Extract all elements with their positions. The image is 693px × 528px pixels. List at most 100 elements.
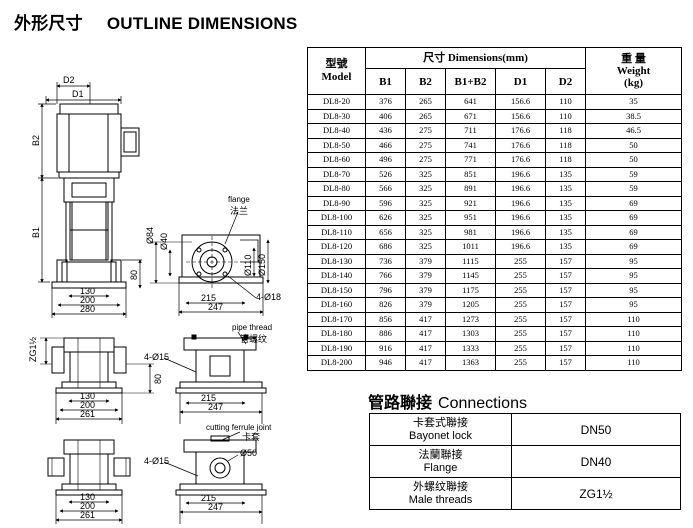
table-cell: 526	[365, 166, 406, 182]
table-cell: 110	[544, 108, 587, 124]
table-cell: DL8-130	[307, 253, 366, 269]
table-cell: 891	[445, 181, 496, 197]
table-cell: 1333	[445, 340, 496, 356]
table-cell: 379	[405, 253, 446, 269]
table-cell: DL8-110	[307, 224, 366, 240]
table-cell: 1205	[445, 297, 496, 313]
table-cell: 196.6	[495, 166, 546, 182]
table-cell: 69	[585, 224, 683, 240]
table-cell: 50	[585, 152, 683, 168]
table-cell: 196.6	[495, 195, 546, 211]
table-cell: 1145	[445, 268, 496, 284]
table-cell: 436	[365, 123, 406, 139]
header-model: 型號 Model	[307, 47, 366, 95]
table-cell: 118	[544, 123, 587, 139]
table-cell: 255	[495, 268, 546, 284]
table-cell: 59	[585, 166, 683, 182]
table-cell: 95	[585, 253, 683, 269]
table-cell: 325	[405, 210, 446, 226]
header-b1: B1	[365, 68, 406, 95]
table-cell: 1303	[445, 326, 496, 342]
label-pipe-thread-en: pipe thread	[232, 323, 272, 332]
label-ferrule-en: cutting ferrule joint	[206, 423, 272, 432]
table-cell: 135	[544, 166, 587, 182]
table-cell: 135	[544, 224, 587, 240]
table-cell: 157	[544, 311, 587, 327]
table-cell: 379	[405, 297, 446, 313]
header-d2: D2	[544, 68, 587, 95]
table-cell: 1115	[445, 253, 496, 269]
label-phi40: Ø40	[159, 233, 169, 250]
table-cell: 856	[365, 311, 406, 327]
connection-label: 卡套式聯接 Bayonet lock	[369, 413, 512, 446]
label-phi84: Ø84	[145, 227, 155, 244]
table-cell: 255	[495, 297, 546, 313]
page-title-en: OUTLINE DIMENSIONS	[106, 14, 298, 33]
table-cell: 196.6	[495, 239, 546, 255]
table-cell: 135	[544, 239, 587, 255]
label-280: 280	[80, 304, 95, 314]
table-cell: 157	[544, 340, 587, 356]
table-cell: 1011	[445, 239, 496, 255]
flange-view	[178, 234, 264, 288]
front-view-pump	[51, 103, 140, 289]
table-cell: 46.5	[585, 123, 683, 139]
table-cell: DL8-160	[307, 297, 366, 313]
header-dimensions: 尺寸 Dimensions(mm)	[364, 47, 587, 69]
table-cell: DL8-40	[307, 123, 366, 139]
table-cell: 118	[544, 152, 587, 168]
label-flange-zh: 法兰	[230, 205, 248, 216]
connection-row: 外螺纹聯接 Male threads ZG1½	[369, 477, 681, 510]
table-cell: 641	[445, 94, 496, 110]
table-cell: 95	[585, 268, 683, 284]
table-cell: 417	[405, 326, 446, 342]
label-zg: ZG1½	[28, 336, 38, 362]
table-cell: 50	[585, 137, 683, 153]
table-cell: 69	[585, 239, 683, 255]
table-cell: 771	[445, 152, 496, 168]
label-phi50: Ø50	[240, 448, 257, 458]
label-four-phi15-a: 4-Ø15	[144, 352, 169, 362]
table-cell: 596	[365, 195, 406, 211]
table-cell: 1273	[445, 311, 496, 327]
table-cell: 255	[495, 282, 546, 298]
table-cell: DL8-70	[307, 166, 366, 182]
table-cell: 196.6	[495, 224, 546, 240]
connection-label: 外螺纹聯接 Male threads	[369, 477, 512, 510]
table-cell: 325	[405, 224, 446, 240]
table-cell: 157	[544, 253, 587, 269]
table-cell: 417	[405, 340, 446, 356]
table-cell: 275	[405, 123, 446, 139]
table-cell: DL8-120	[307, 239, 366, 255]
ferrule-front-view	[47, 439, 131, 496]
threaded-side-view	[175, 334, 267, 394]
table-cell: 59	[585, 181, 683, 197]
table-cell: 255	[495, 355, 546, 371]
table-cell: 157	[544, 297, 587, 313]
connection-value: DN40	[511, 445, 681, 478]
connection-row: 卡套式聯接 Bayonet lock DN50	[369, 413, 681, 446]
header-weight: 重 量 Weight (kg)	[585, 47, 683, 95]
label-247-b: 247	[208, 402, 223, 412]
table-cell: DL8-200	[307, 355, 366, 371]
table-cell: 35	[585, 94, 683, 110]
table-cell: 671	[445, 108, 496, 124]
table-cell: 736	[365, 253, 406, 269]
table-cell: 135	[544, 195, 587, 211]
threaded-front-view	[51, 337, 127, 394]
table-cell: 406	[365, 108, 406, 124]
connection-value: DN50	[511, 413, 681, 446]
table-cell: 157	[544, 326, 587, 342]
label-flange-en: flange	[228, 195, 250, 204]
